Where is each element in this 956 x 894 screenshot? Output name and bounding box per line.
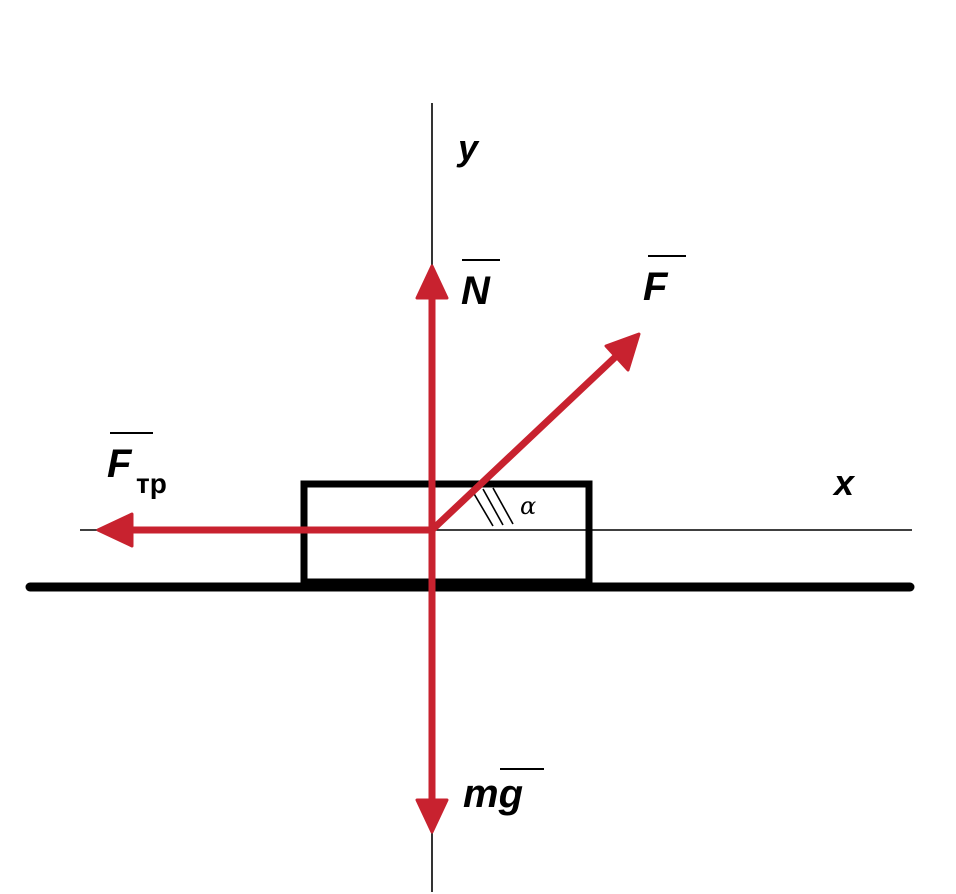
applied-force-label: F — [643, 265, 669, 309]
applied-force-vector — [428, 342, 631, 534]
applied-force-arrowhead — [604, 332, 641, 372]
x-axis-label: x — [832, 462, 856, 503]
normal-force-arrowhead — [415, 264, 449, 300]
angle-marks — [472, 487, 514, 527]
friction-force-subscript: тр — [136, 468, 167, 499]
gravity-force-arrowhead — [415, 798, 449, 834]
block — [300, 480, 593, 586]
normal-force-label: N — [461, 269, 491, 313]
y-axis-label: y — [456, 127, 480, 168]
friction-force-arrowhead — [96, 512, 134, 548]
angle-label: α — [520, 492, 536, 520]
gravity-force-label: mg — [463, 772, 523, 816]
friction-force-label: F — [107, 442, 133, 486]
